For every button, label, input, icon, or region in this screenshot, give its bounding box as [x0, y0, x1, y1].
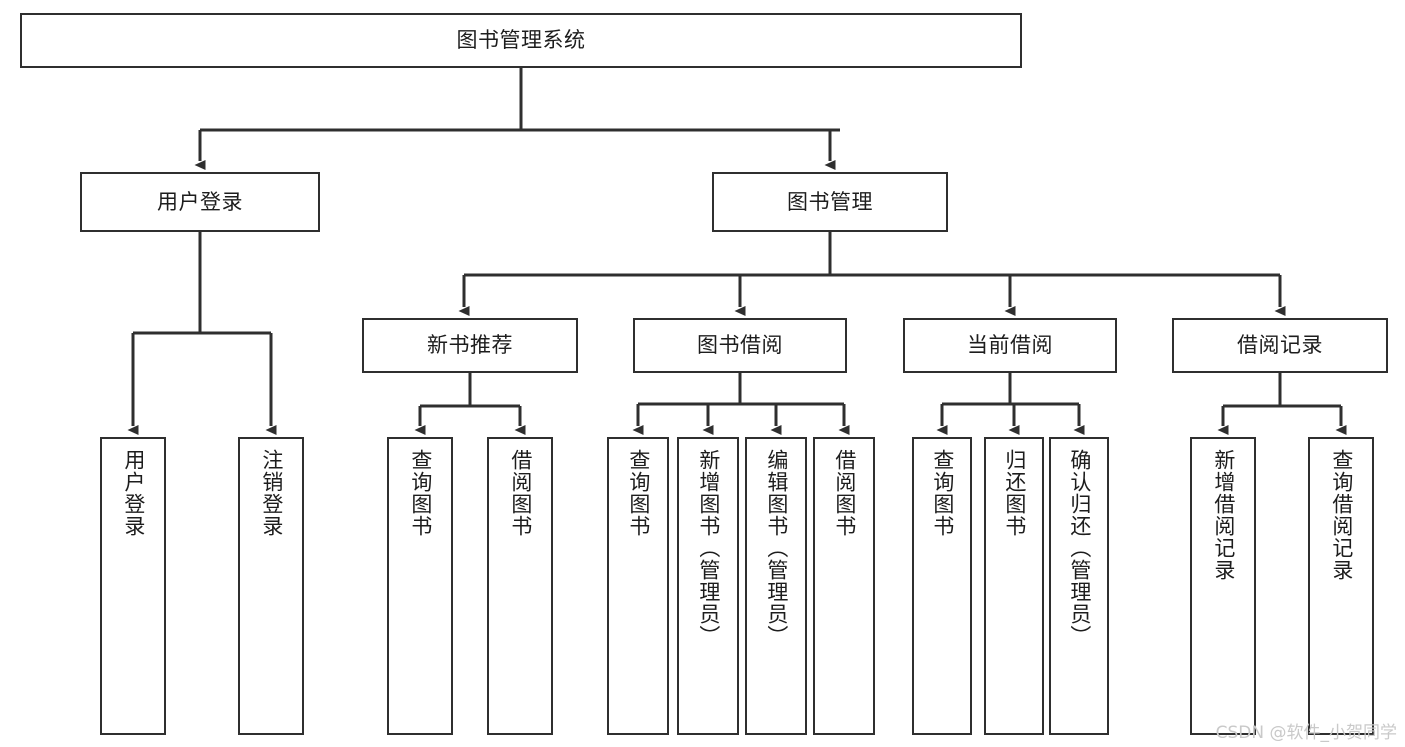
node-leaf-7-label: 借阅图书	[832, 449, 857, 537]
node-level3-0[interactable]: 新书推荐	[362, 318, 578, 373]
node-root[interactable]: 图书管理系统	[20, 13, 1022, 68]
node-leaf-9[interactable]: 归还图书	[984, 437, 1044, 735]
node-leaf-5[interactable]: 新增图书（管理员）	[677, 437, 739, 735]
node-leaf-12[interactable]: 查询借阅记录	[1308, 437, 1374, 735]
node-level3-3[interactable]: 借阅记录	[1172, 318, 1388, 373]
node-level2-1-label: 图书管理	[787, 189, 873, 214]
node-leaf-8-label: 查询图书	[930, 449, 955, 537]
node-leaf-4-label: 查询图书	[626, 449, 651, 537]
node-leaf-12-label: 查询借阅记录	[1329, 449, 1354, 581]
node-leaf-1-label: 注销登录	[259, 449, 284, 537]
node-leaf-5-label: 新增图书（管理员）	[696, 449, 721, 647]
node-level3-1-label: 图书借阅	[697, 333, 783, 358]
node-leaf-6-label: 编辑图书（管理员）	[764, 449, 789, 647]
node-leaf-3[interactable]: 借阅图书	[487, 437, 553, 735]
node-leaf-11[interactable]: 新增借阅记录	[1190, 437, 1256, 735]
node-level3-2-label: 当前借阅	[967, 333, 1053, 358]
node-level3-3-label: 借阅记录	[1237, 333, 1323, 358]
node-leaf-0-label: 用户登录	[121, 449, 146, 537]
node-leaf-7[interactable]: 借阅图书	[813, 437, 875, 735]
node-leaf-6[interactable]: 编辑图书（管理员）	[745, 437, 807, 735]
node-leaf-2-label: 查询图书	[408, 449, 433, 537]
node-level2-1[interactable]: 图书管理	[712, 172, 948, 232]
node-level3-1[interactable]: 图书借阅	[633, 318, 847, 373]
node-leaf-11-label: 新增借阅记录	[1211, 449, 1236, 581]
node-leaf-0[interactable]: 用户登录	[100, 437, 166, 735]
node-leaf-1[interactable]: 注销登录	[238, 437, 304, 735]
node-root-label: 图书管理系统	[456, 28, 586, 53]
node-leaf-3-label: 借阅图书	[508, 449, 533, 537]
node-level3-2[interactable]: 当前借阅	[903, 318, 1117, 373]
node-leaf-10-label: 确认归还（管理员）	[1067, 449, 1092, 647]
node-leaf-4[interactable]: 查询图书	[607, 437, 669, 735]
node-leaf-9-label: 归还图书	[1002, 449, 1027, 537]
node-leaf-10[interactable]: 确认归还（管理员）	[1049, 437, 1109, 735]
node-leaf-8[interactable]: 查询图书	[912, 437, 972, 735]
node-level2-0-label: 用户登录	[157, 189, 243, 214]
node-leaf-2[interactable]: 查询图书	[387, 437, 453, 735]
node-level2-0[interactable]: 用户登录	[80, 172, 320, 232]
node-level3-0-label: 新书推荐	[427, 333, 513, 358]
